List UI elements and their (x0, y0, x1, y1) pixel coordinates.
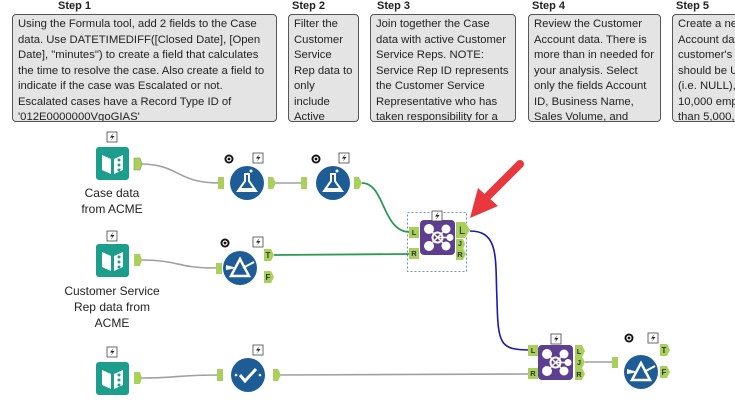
lightning-icon (252, 344, 264, 356)
red-arrow-annotation (470, 160, 524, 218)
anchor-label: R (576, 370, 582, 379)
comment-header-step-2: Step 2 (292, 0, 326, 12)
anchor-label: L (531, 346, 536, 355)
filter-icon (622, 353, 660, 391)
join-output-anchor[interactable] (456, 239, 465, 249)
anchor-label: L (459, 225, 465, 237)
join-output-anchor[interactable] (575, 357, 585, 368)
select-icon (229, 356, 267, 394)
left-input-anchor[interactable] (409, 227, 419, 238)
anchor-label: L (577, 347, 582, 356)
comment-header-step-3: Step 3 (377, 0, 411, 12)
anchor-label: R (457, 250, 463, 259)
false-anchor-label: F (266, 273, 271, 282)
join-tool-2[interactable]: L R L J R (528, 333, 585, 381)
output-anchor[interactable] (134, 254, 142, 266)
select-tool[interactable] (217, 344, 281, 394)
comment-step-4[interactable]: Review the Customer Account data. There … (528, 14, 661, 122)
input-data-icon (96, 244, 129, 277)
comment-step-2[interactable]: Filter the Customer Service Rep data to … (288, 14, 359, 122)
left-output-anchor[interactable] (456, 222, 470, 238)
false-anchor[interactable] (264, 271, 274, 283)
cache-icon (623, 332, 635, 344)
formula-icon (315, 165, 351, 201)
left-output-anchor[interactable] (575, 345, 585, 357)
anchor-label: R (530, 369, 536, 378)
lightning-icon (106, 131, 118, 143)
anchor-label: R (411, 249, 417, 258)
filter-icon (221, 249, 259, 287)
lightning-icon (431, 210, 443, 222)
anchor-label: L (412, 228, 417, 237)
input-anchor[interactable] (216, 263, 222, 274)
comment-step-5[interactable]: Create a new Account dat customer's c sh… (672, 14, 735, 122)
input-anchor[interactable] (612, 357, 618, 368)
connection (139, 374, 221, 379)
formula-icon (229, 165, 265, 201)
join-icon (537, 344, 574, 381)
input2-label: Customer Service Rep data from ACME (64, 284, 160, 330)
output-anchor[interactable] (354, 177, 362, 189)
input-anchor[interactable] (217, 369, 223, 381)
comment-step-1[interactable]: Using the Formula tool, add 2 fields to … (12, 14, 277, 122)
input-anchor[interactable] (301, 177, 307, 189)
connection (139, 259, 217, 269)
lightning-icon (106, 230, 118, 242)
anchor-label: T (662, 346, 667, 355)
true-anchor[interactable] (264, 249, 274, 261)
comment-header-step-4: Step 4 (532, 0, 566, 12)
lightning-icon (252, 236, 264, 248)
left-input-anchor[interactable] (528, 345, 538, 356)
connection (277, 373, 532, 376)
input-data-tool-3[interactable] (96, 346, 142, 395)
comment-step-3[interactable]: Join together the Case data with active … (370, 14, 516, 122)
anchor-label: J (577, 358, 581, 367)
connection (139, 163, 221, 184)
lightning-icon (647, 332, 659, 344)
anchor-label: F (662, 368, 667, 377)
output-anchor[interactable] (273, 369, 281, 381)
right-input-anchor[interactable] (409, 248, 419, 259)
right-output-anchor[interactable] (575, 368, 585, 380)
input1-label: Case data from ACME (81, 186, 143, 216)
true-anchor[interactable] (660, 344, 670, 356)
lightning-icon (252, 152, 264, 164)
join-tool-1[interactable]: L R L J R (407, 210, 471, 272)
formula-tool-1[interactable] (218, 152, 276, 201)
comment-header-step-1: Step 1 (58, 0, 92, 12)
anchor-label: J (458, 241, 462, 248)
filter-tool-1[interactable]: T F (216, 236, 274, 287)
cache-icon (219, 237, 231, 249)
input-data-icon (96, 362, 129, 395)
connection (469, 230, 532, 351)
connection (361, 182, 411, 233)
true-anchor-label: T (266, 251, 271, 260)
formula-tool-2[interactable] (301, 152, 362, 201)
filter-tool-2[interactable]: T F (612, 332, 670, 391)
cache-icon (310, 153, 322, 165)
input-data-icon (96, 147, 129, 180)
cache-icon (223, 153, 235, 165)
join-icon (419, 219, 456, 256)
output-anchor[interactable] (133, 157, 143, 171)
lightning-icon (550, 333, 562, 345)
connection (273, 253, 411, 256)
right-input-anchor[interactable] (528, 368, 538, 379)
false-anchor[interactable] (660, 366, 670, 378)
lightning-icon (338, 152, 350, 164)
input-anchor[interactable] (218, 177, 224, 189)
input-data-tool-2[interactable] (96, 230, 142, 277)
lightning-icon (106, 346, 118, 358)
output-anchor[interactable] (268, 177, 276, 189)
right-output-anchor[interactable] (456, 248, 466, 260)
output-anchor[interactable] (134, 372, 142, 384)
comment-header-step-5: Step 5 (676, 0, 710, 12)
input-data-tool-1[interactable] (96, 131, 143, 180)
